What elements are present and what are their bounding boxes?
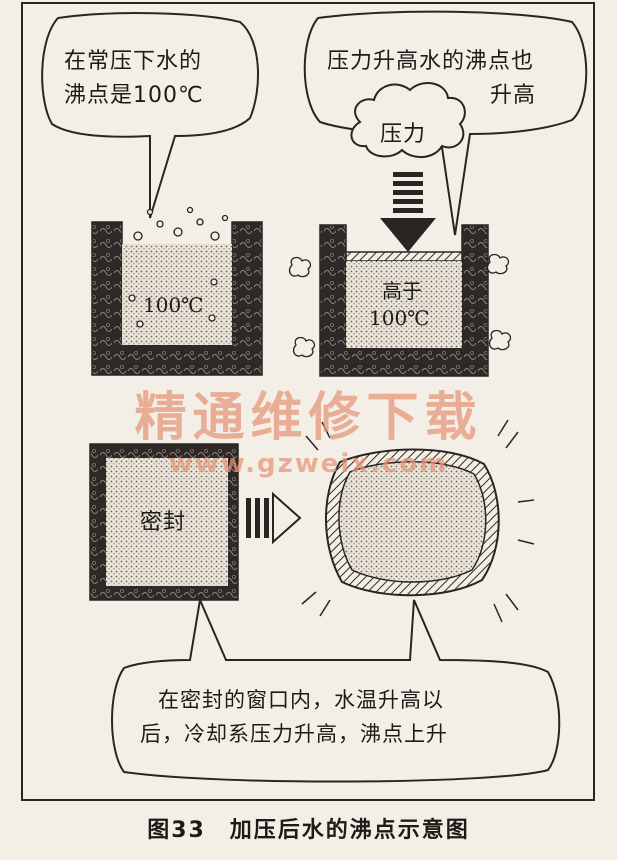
sealed-water	[106, 458, 228, 586]
speech-bubble-sealed-window	[111, 596, 561, 783]
boiling-water	[122, 244, 232, 345]
bubble-sealed-line2: 后，冷却系压力升高，沸点上升	[140, 722, 448, 746]
pressurized-label-line1: 高于	[382, 279, 422, 303]
sealed-container	[89, 443, 239, 601]
watermark-text: 精通维修下载	[134, 388, 483, 448]
pressurized-label-line2: 100℃	[369, 306, 430, 330]
boiling-bubbles	[128, 206, 229, 328]
speech-bubble-normal-pressure	[41, 12, 259, 219]
pressure-lid	[345, 251, 463, 262]
sealed-label: 密封	[140, 510, 187, 535]
steam-puffs	[288, 253, 512, 358]
bubble-pressure-line1: 压力升高水的沸点也	[327, 49, 535, 74]
bubble-pressure-line2: 升高	[490, 83, 537, 108]
diagram-frame	[21, 2, 595, 801]
transition-arrow	[246, 491, 302, 545]
bubble-sealed-line1: 在密封的窗口内，水温升高以	[158, 688, 444, 712]
cloud-label: 压力	[380, 122, 427, 147]
watermark-url: www.gzweix.com	[168, 449, 449, 479]
pressurized-container	[288, 224, 512, 377]
open-container-temp: 100℃	[143, 293, 204, 317]
open-container	[91, 206, 263, 376]
pressure-arrow	[380, 172, 436, 252]
bubble-normal-line1: 在常压下水的	[64, 49, 203, 74]
bulging-water	[338, 461, 487, 583]
pressure-cloud	[350, 82, 466, 158]
bulging-container	[325, 448, 500, 597]
figure-caption: 图33 加压后水的沸点示意图	[147, 818, 470, 843]
pressurized-water	[346, 261, 462, 348]
bubble-normal-line2: 沸点是100℃	[64, 83, 204, 108]
